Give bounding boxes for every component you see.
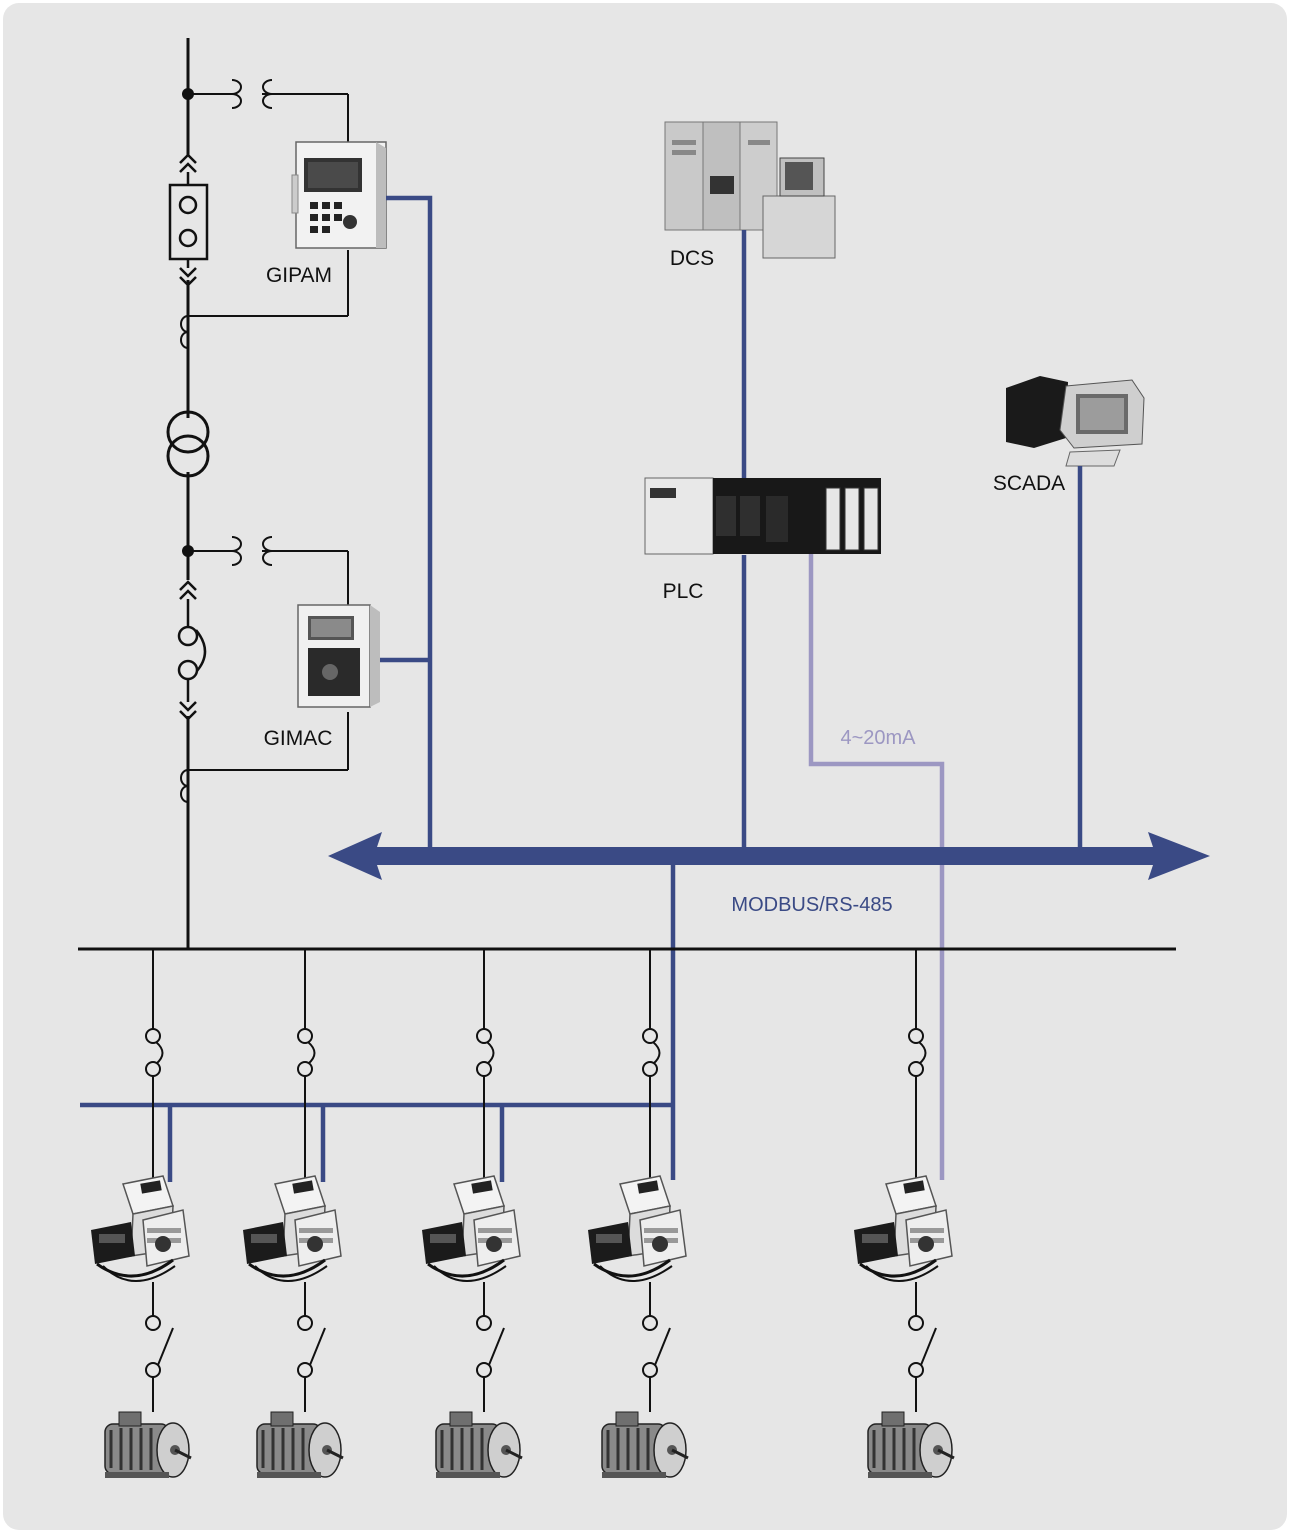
analog-signal-label: 4~20mA [840,727,916,749]
bus-label: MODBUS/RS-485 [731,894,892,916]
gimac-label: GIMAC [264,727,333,750]
relay-meter-device-icon [292,142,386,248]
plc-rack-icon [645,478,881,554]
plc-label: PLC [663,580,704,603]
scada-label: SCADA [993,472,1065,495]
dcs-label: DCS [670,247,714,270]
gipam-label: GIPAM [266,264,332,287]
power-meter-device-icon [298,605,380,707]
